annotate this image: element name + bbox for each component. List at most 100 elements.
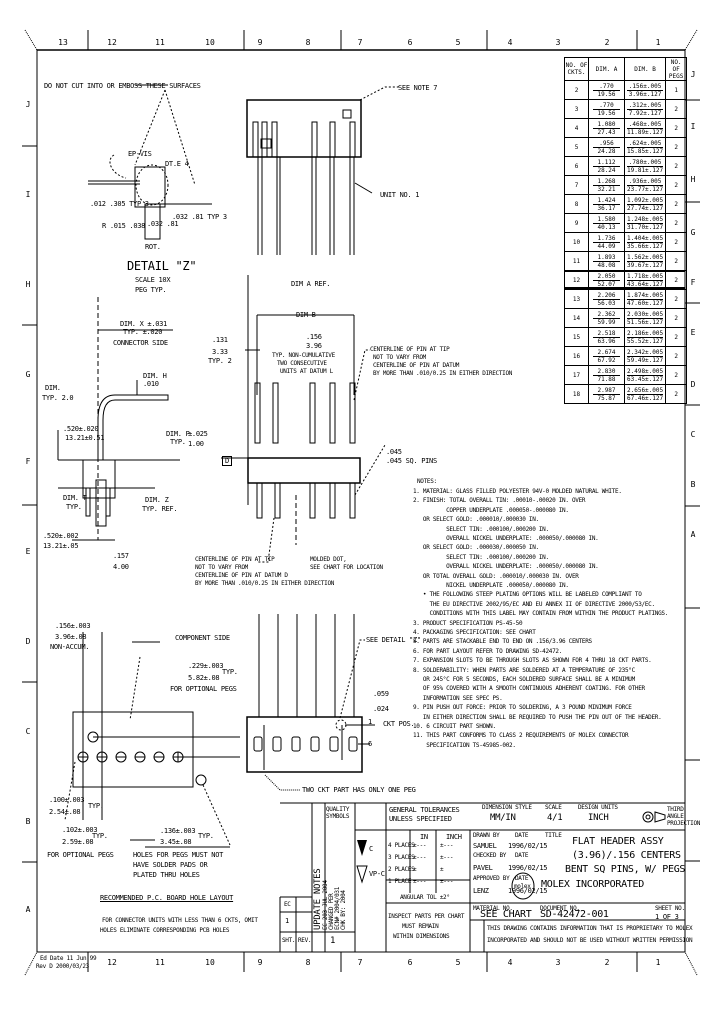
pitch-note: TYP. NON-CUMULATIVE xyxy=(272,352,335,359)
detail-label: .032 .81 xyxy=(147,220,179,228)
zone-label: 7 xyxy=(357,38,363,47)
dim-a-mm: 19.56 xyxy=(597,109,616,117)
cell-ckts: 8 xyxy=(564,194,589,214)
dim-a-in: .770 xyxy=(593,102,620,110)
design-units: INCH xyxy=(588,813,609,823)
note-line: 2. FINISH: TOTAL OVERALL TIN: .00010-.00… xyxy=(413,497,586,505)
zone-label: 1 xyxy=(655,38,661,47)
zone-label: 12 xyxy=(107,958,117,967)
revision-stamp: Rev D 2000/03/23 xyxy=(36,963,89,970)
note-line: SPECIFICATION TS-45985-002. xyxy=(413,741,516,749)
peg-spacing: FOR OPTIONAL PEGS xyxy=(170,685,237,693)
note-line: OR TOTAL OVERALL GOLD: .000010/.000030 I… xyxy=(413,572,579,580)
checked-by-label: CHECKED BY xyxy=(473,852,507,859)
dim-a-in: .956 xyxy=(593,140,620,148)
peg-spacing: TYP. xyxy=(222,668,238,676)
dim-b-in: 2.030±.005 xyxy=(627,310,664,319)
pin-size: .045 xyxy=(386,448,402,456)
zone-label: 9 xyxy=(257,38,263,47)
dim-b-in: .312±.005 xyxy=(627,101,664,110)
zone-label: H xyxy=(25,280,31,289)
dim-a-mm: 19.56 xyxy=(597,90,616,98)
checked-date-label: DATE xyxy=(515,852,529,859)
note-line: OR SELECT GOLD: .000030/.000050 IN. xyxy=(413,544,539,552)
zone-label: 8 xyxy=(305,38,311,47)
left-dim: .131 xyxy=(212,336,228,344)
dim-h: DIM. H xyxy=(143,372,167,380)
sheet-label: SHEET NO. xyxy=(655,905,685,912)
general-tolerances: GENERAL TOLERANCES xyxy=(389,806,460,814)
pin-size: .045 SQ. PINS xyxy=(386,457,437,465)
title-line-1: FLAT HEADER ASSY xyxy=(572,836,664,847)
detail-z-sub: PEG TYP. xyxy=(135,286,167,294)
peg-spacing: .229±.003 xyxy=(188,662,224,670)
cell-ckts: 9 xyxy=(564,213,589,233)
unit-label: UNIT NO. 1 xyxy=(380,191,420,199)
dim-b-mm: 55.52±.127 xyxy=(627,337,664,345)
dim-p: 1.00 xyxy=(188,440,204,448)
dim-a-in: 2.830 xyxy=(593,368,620,376)
tol-row-label: 4 PLACES xyxy=(388,842,415,849)
detail-label: .012 .305 TYP 3 xyxy=(90,200,149,208)
dim-b-in: 1.092±.005 xyxy=(627,196,664,205)
dim-a-mm: 27.43 xyxy=(597,128,616,136)
dim-a-in: 1.424 xyxy=(593,197,620,205)
table-header: NO. OF CKTS. DIM. A DIM. B NO. OF PEGS xyxy=(564,57,688,81)
dim-b-mm: 39.67±.127 xyxy=(627,261,664,269)
dim-a-in: 2.050 xyxy=(593,273,620,281)
cell-ckts: 12 xyxy=(564,270,589,290)
tail-dim: 13.21±0.51 xyxy=(65,434,105,442)
dim-a-mm: 59.99 xyxy=(597,318,616,326)
cell-ckts: 4 xyxy=(564,118,589,138)
dim-x: TYP. ±.020 xyxy=(123,328,163,336)
zone-label: 9 xyxy=(257,958,263,967)
approved-by-label: APPROVED BY xyxy=(473,875,510,882)
dim-a-mm: 52.07 xyxy=(597,280,616,288)
pcb-layout-title: RECOMMENDED P.C. BOARD HOLE LAYOUT xyxy=(100,894,234,902)
rev-note: MUST REMAIN xyxy=(402,923,439,930)
zone-label: 11 xyxy=(155,958,165,967)
dim-b-in: .624±.005 xyxy=(627,139,664,148)
cell-pegs: 2 xyxy=(665,232,688,252)
dim-b-mm: 59.49±.127 xyxy=(627,356,664,364)
dim-a-in: 2.206 xyxy=(593,292,620,300)
header-ckts: NO. OF CKTS. xyxy=(564,57,589,81)
checked-date: 1996/02/15 xyxy=(508,864,548,872)
pitch-in: .156 xyxy=(306,333,322,341)
zone-label: J xyxy=(690,70,696,79)
circuit-chart-table: NO. OF CKTS. DIM. A DIM. B NO. OF PEGS 2… xyxy=(564,57,688,404)
pitch-note: TWO CONSECUTIVE xyxy=(277,360,327,367)
dim-b-in: .156±.005 xyxy=(627,82,664,91)
tol-row-in: ±--- xyxy=(413,842,427,849)
zone-label: 5 xyxy=(455,38,461,47)
cell-ckts: 7 xyxy=(564,175,589,195)
rev-note: INSPECT PARTS PER CHART xyxy=(388,913,465,920)
centerline-note: CENTERLINE OF PIN AT DATUM xyxy=(373,362,460,369)
drawn-by: SAMUEL xyxy=(473,842,497,850)
ckt-label: 1 xyxy=(368,718,372,726)
note-line: OR SELECT GOLD: .000010/.000030 IN. xyxy=(413,516,539,524)
dim-a-mm: 24.28 xyxy=(597,147,616,155)
zone-label: H xyxy=(690,175,696,184)
dim-a-in: 2.987 xyxy=(593,387,620,395)
centerline-note: CENTERLINE OF PIN AT TIP xyxy=(370,346,450,353)
dim-b-in: 1.718±.005 xyxy=(627,272,664,281)
cell-pegs: 2 xyxy=(665,118,688,138)
zone-label: 10 xyxy=(205,38,215,47)
cell-ckts: 15 xyxy=(564,327,589,347)
drawn-by-label: DRAWN BY xyxy=(473,832,500,839)
